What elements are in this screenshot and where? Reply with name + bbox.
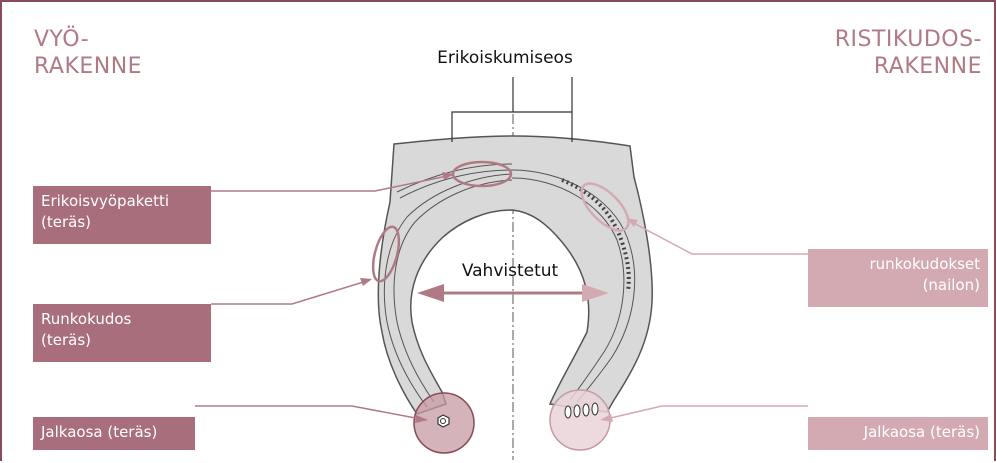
special-compound-label: Erikoiskumiseos — [398, 48, 612, 68]
bead-wire-oval — [565, 406, 571, 418]
bead-wire-oval — [574, 405, 580, 417]
nylon-plies-label-line-1: runkokudokset — [816, 254, 980, 275]
bead-wire-oval — [583, 404, 589, 416]
body-ply-leader-line — [211, 280, 370, 304]
nylon-plies-label: runkokudokset (nailon) — [808, 249, 988, 307]
body-ply-label-line-1: Runkokudos — [41, 309, 203, 330]
bead-wire-hex — [438, 415, 449, 427]
bead-left-label: Jalkaosa (teräs) — [33, 417, 195, 450]
belt-package-label: Erikoisvyöpaketti (teräs) — [33, 186, 211, 244]
nylon-plies-label-line-2: (nailon) — [816, 275, 980, 296]
nylon-ply-leader-line — [628, 220, 808, 254]
body-ply-label-line-2: (teräs) — [41, 330, 203, 351]
belt-package-label-line-2: (teräs) — [41, 212, 203, 233]
body-ply-leader-arrowhead — [360, 278, 372, 286]
body-ply-label: Runkokudos (teräs) — [33, 304, 211, 362]
bead-wire-oval — [592, 403, 598, 415]
reinforced-arrow-head-left — [417, 284, 444, 302]
bead-left-leader-line — [195, 406, 426, 420]
bead-right-label: Jalkaosa (teräs) — [808, 417, 988, 450]
reinforced-label: Vahvistetut — [440, 261, 580, 281]
belt-package-label-line-1: Erikoisvyöpaketti — [41, 191, 203, 212]
bead-right-leader-line — [602, 406, 808, 420]
